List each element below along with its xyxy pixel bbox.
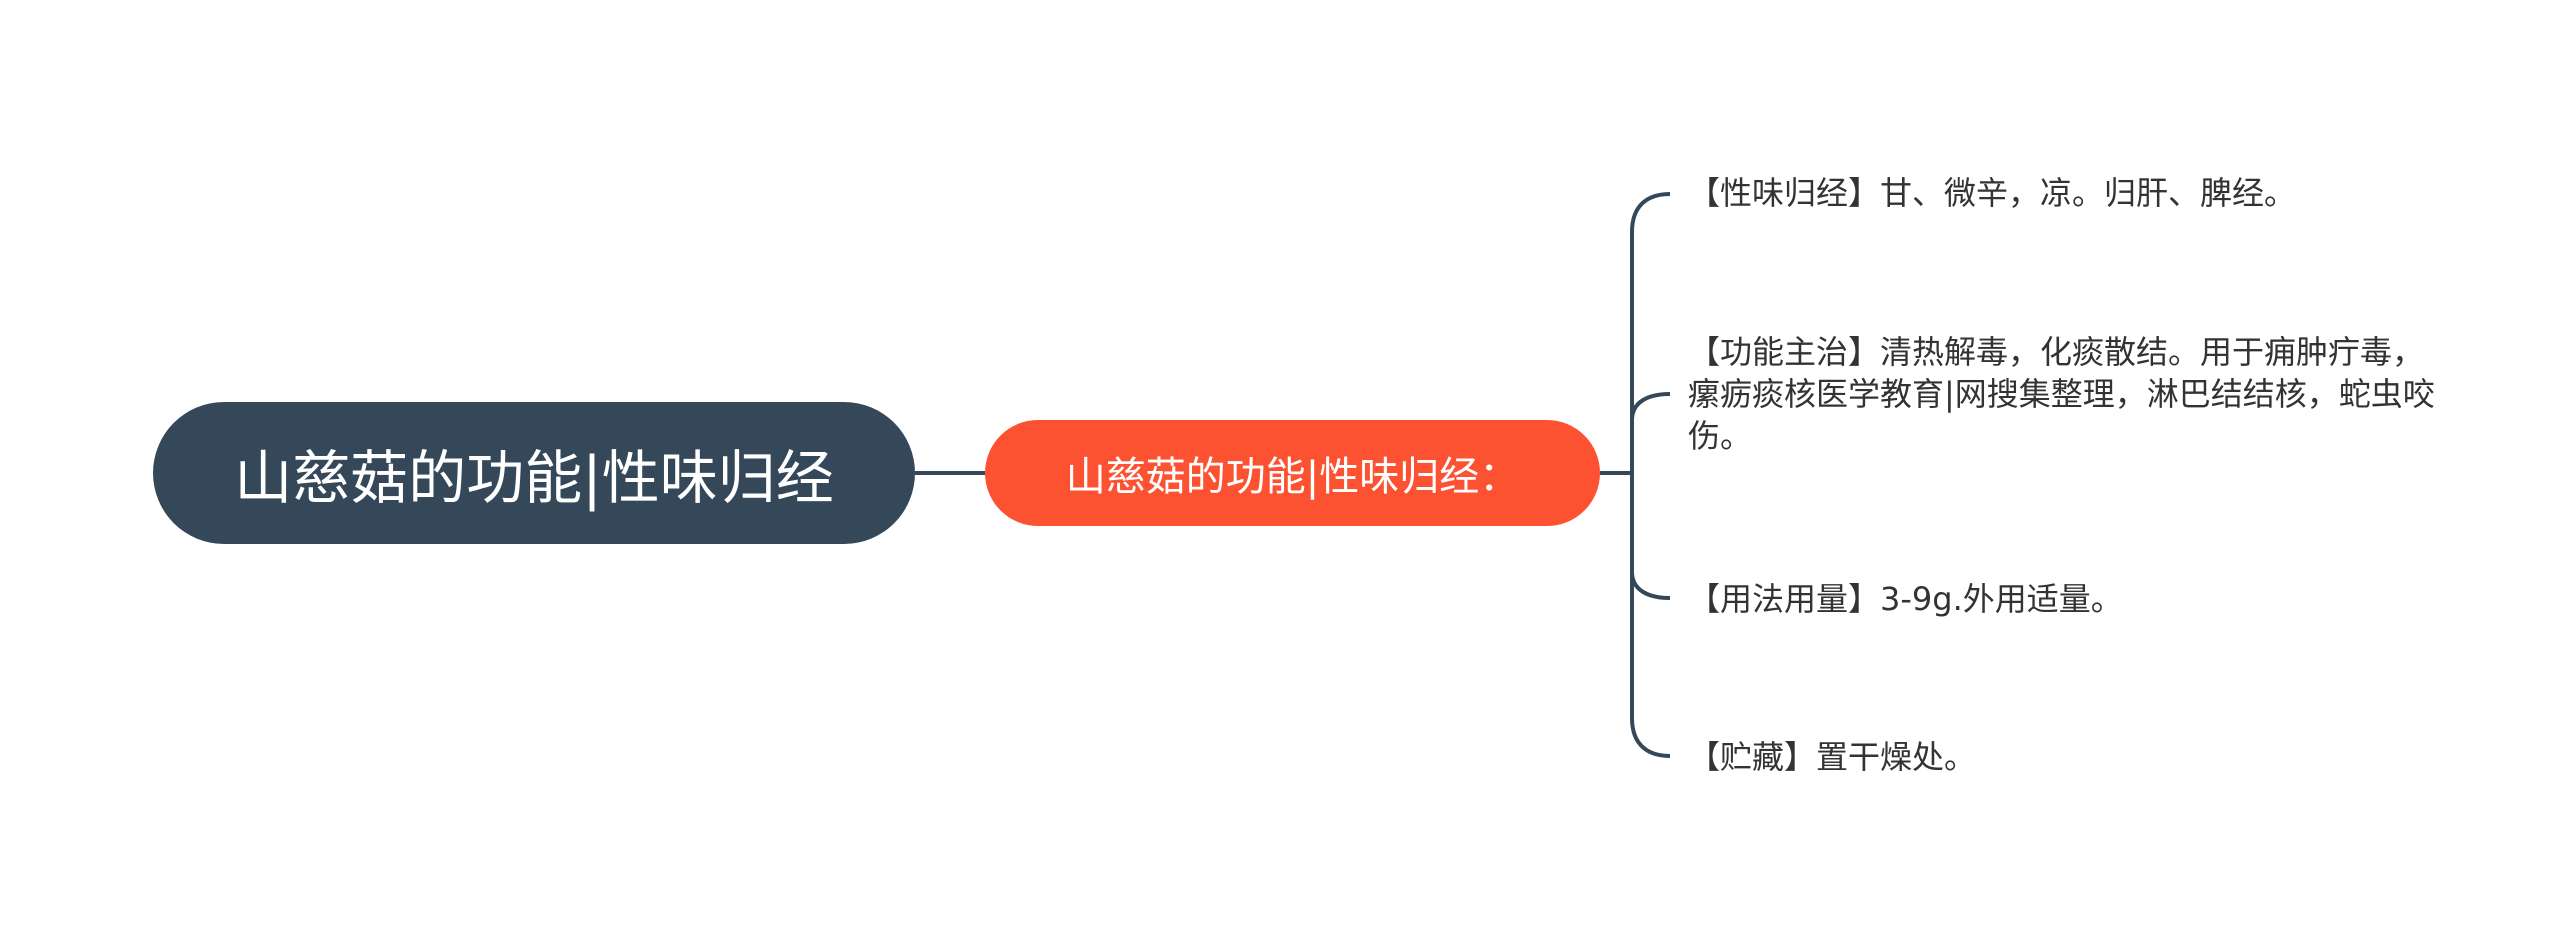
root-topic-node[interactable]: 山慈菇的功能|性味归经 (153, 402, 915, 544)
leaf-connector-3 (1630, 571, 1671, 600)
leaf-label: 【贮藏】置干燥处。 (1688, 738, 1977, 776)
bracket-curve (1630, 192, 1671, 758)
branch-topic-label: 山慈菇的功能|性味归经： (1065, 454, 1520, 500)
leaf-label: 【性味归经】甘、微辛，凉。归肝、脾经。 (1688, 174, 2297, 212)
root-topic-label: 山慈菇的功能|性味归经 (234, 444, 834, 512)
leaf-label: 【用法用量】3-9g.外用适量。 (1688, 580, 2123, 618)
leaf-label: 【功能主治】清热解毒，化痰散结。用于痈肿疔毒，瘰疬痰核医学教育|网搜集整理，淋巴… (1688, 333, 2435, 455)
leaf-node-dosage[interactable]: 【用法用量】3-9g.外用适量。 (1688, 578, 2123, 620)
branch-topic-node[interactable]: 山慈菇的功能|性味归经： (985, 420, 1600, 526)
leaf-node-flavor-meridian[interactable]: 【性味归经】甘、微辛，凉。归肝、脾经。 (1688, 172, 2296, 214)
leaf-node-storage[interactable]: 【贮藏】置干燥处。 (1688, 736, 1976, 778)
leaf-node-functions[interactable]: 【功能主治】清热解毒，化痰散结。用于痈肿疔毒，瘰疬痰核医学教育|网搜集整理，淋巴… (1688, 331, 2448, 457)
leaf-connector-2 (1630, 392, 1671, 421)
